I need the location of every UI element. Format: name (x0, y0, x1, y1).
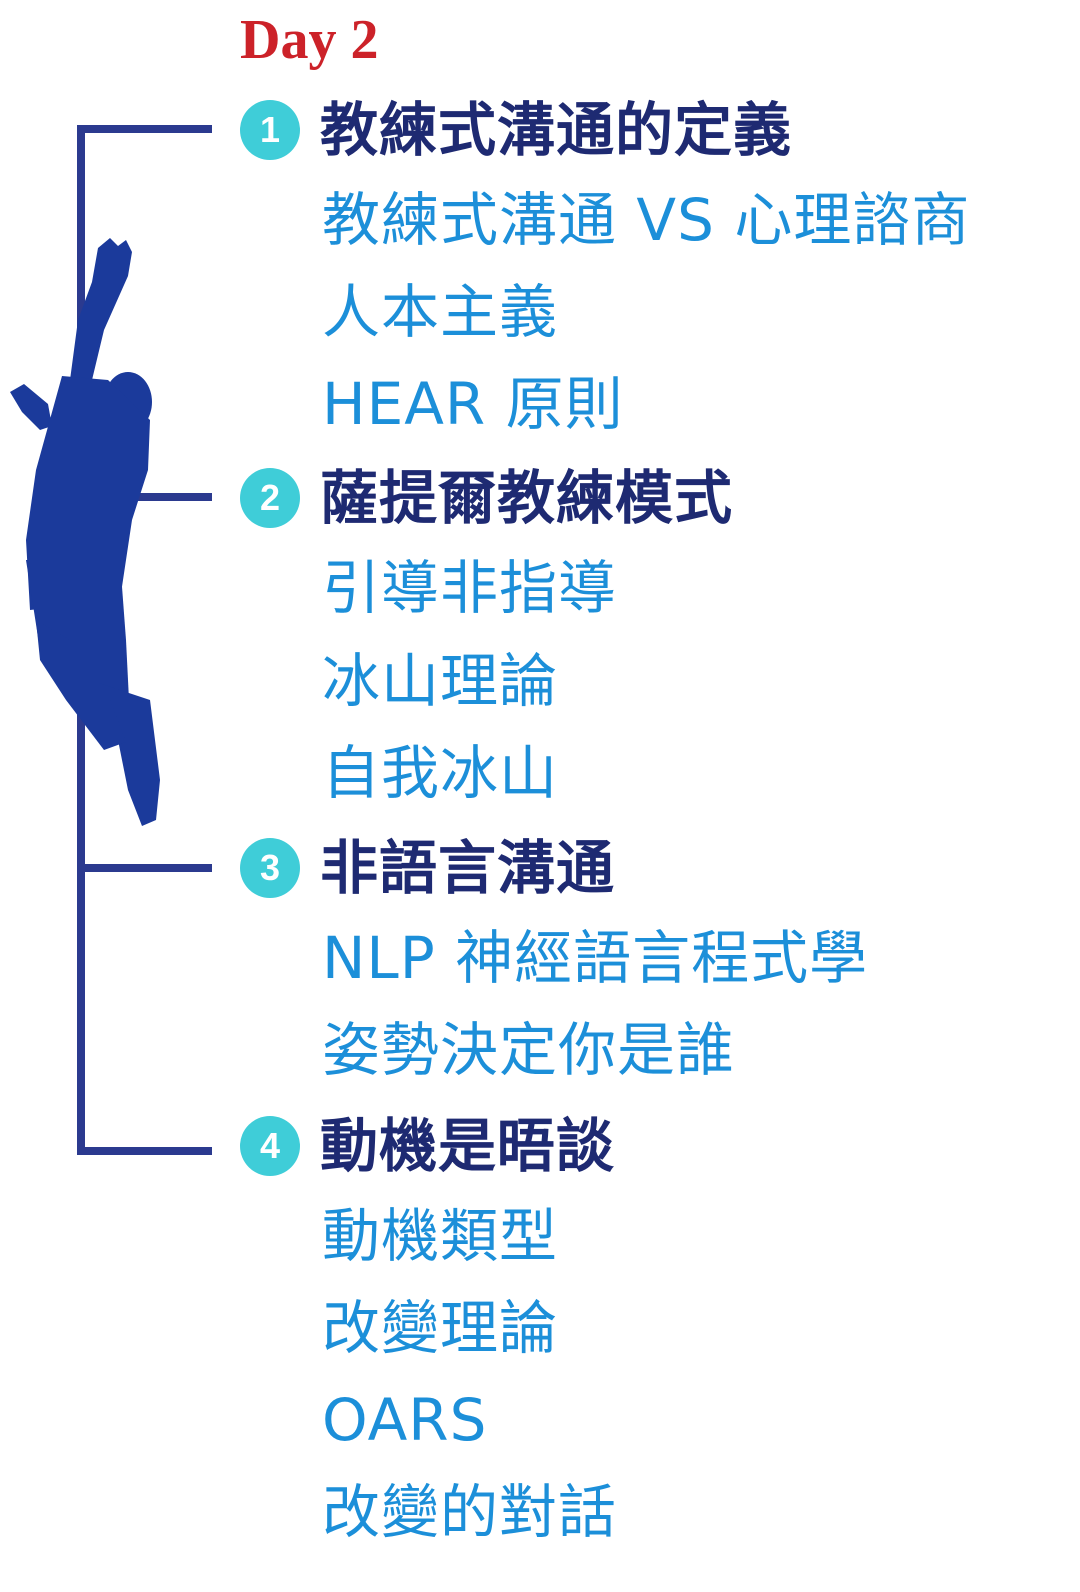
section-number-badge: 4 (240, 1116, 300, 1176)
list-item: 冰山理論 (322, 647, 559, 715)
section-heading: 動機是晤談 (320, 1112, 616, 1180)
list-item: 人本主義 (322, 278, 559, 346)
section-number-badge: 3 (240, 838, 300, 898)
page-title: Day 2 (240, 9, 379, 71)
list-item: 引導非指導 (322, 554, 618, 622)
list-item: 姿勢決定你是誰 (322, 1016, 736, 1084)
list-item: OARS (322, 1386, 488, 1454)
jumping-person-silhouette (10, 238, 160, 826)
section-number-badge: 2 (240, 468, 300, 528)
section-heading: 非語言溝通 (320, 834, 616, 902)
list-item: NLP 神經語言程式學 (322, 924, 869, 992)
section-heading: 教練式溝通的定義 (320, 96, 793, 164)
section-number-badge: 1 (240, 100, 300, 160)
list-item: 動機類型 (322, 1202, 559, 1270)
section-heading: 薩提爾教練模式 (320, 464, 734, 532)
list-item: 改變的對話 (322, 1478, 618, 1546)
list-item: 自我冰山 (322, 739, 559, 807)
list-item: 教練式溝通 VS 心理諮商 (322, 186, 971, 254)
list-item: HEAR 原則 (322, 370, 624, 438)
list-item: 改變理論 (322, 1294, 559, 1362)
